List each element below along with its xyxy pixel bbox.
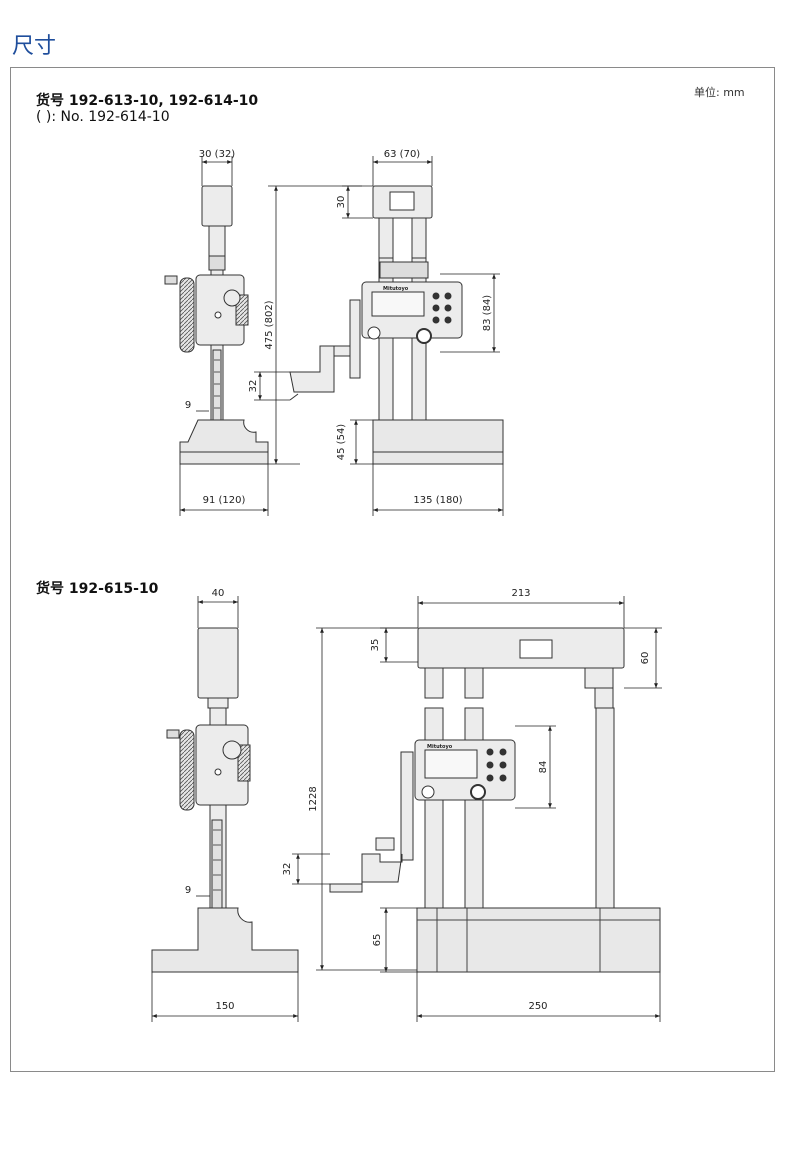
s2-front-view	[329, 627, 661, 973]
unit-label: 单位: mm	[694, 86, 745, 99]
s1-dim-head-height: 30	[336, 196, 347, 209]
s2-dim-beam-height: 60	[640, 652, 651, 665]
section1-note: ( ): No. 192-614-10	[36, 109, 170, 125]
section1-heading: 货号 192-613-10, 192-614-10	[36, 93, 259, 109]
s1-dim-base-width: 135 (180)	[413, 495, 462, 506]
s2-dim-base-depth: 150	[215, 1001, 234, 1012]
page-title: 尺寸	[12, 34, 57, 59]
s2-dim-display-height: 84	[538, 761, 549, 774]
s2-dim-gap: 9	[185, 885, 191, 896]
s1-dim-scriber: 32	[248, 380, 259, 393]
s2-brand-label: Mitutoyo	[427, 744, 453, 750]
s2-dim-top-width: 40	[212, 588, 225, 599]
s1-dim-base-height: 45 (54)	[336, 424, 347, 461]
s2-dim-frame-width: 213	[511, 588, 530, 599]
s1-side-view	[164, 185, 269, 465]
s1-dim-base-depth: 91 (120)	[203, 495, 246, 506]
s1-dim-head-width: 63 (70)	[384, 149, 421, 160]
s1-dim-gap: 9	[185, 400, 191, 411]
s2-dim-total-height: 1228	[308, 786, 319, 811]
s2-dim-head-height: 35	[370, 639, 381, 652]
section2-heading: 货号 192-615-10	[36, 581, 159, 597]
s2-dim-scriber: 32	[282, 863, 293, 876]
s1-front-view	[289, 185, 504, 465]
s1-brand-label: Mitutoyo	[383, 286, 409, 292]
s2-side-view	[151, 627, 299, 973]
s1-dim-total-height: 475 (802)	[264, 300, 275, 349]
s1-dim-top-width: 30 (32)	[199, 149, 236, 160]
drawing-frame	[10, 67, 775, 1072]
s1-dim-display-height: 83 (84)	[482, 295, 493, 332]
s2-dim-base-width: 250	[528, 1001, 547, 1012]
s2-dim-base-height: 65	[372, 934, 383, 947]
